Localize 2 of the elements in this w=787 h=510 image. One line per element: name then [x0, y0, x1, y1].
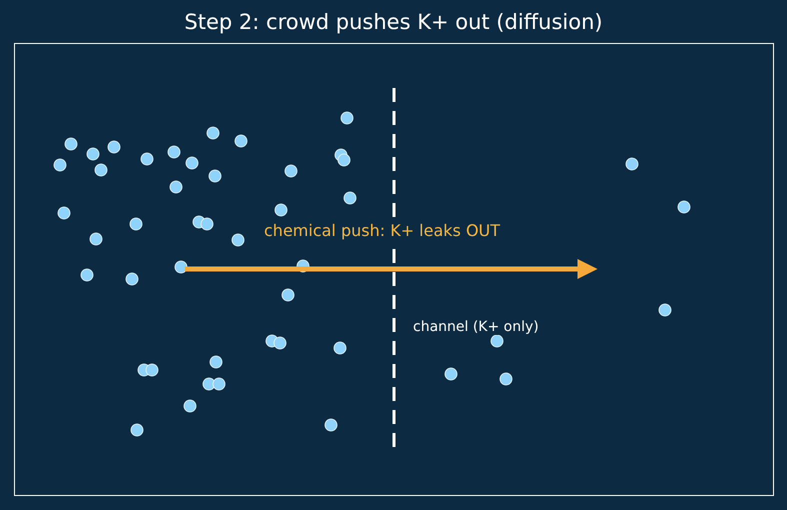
diagram-title: Step 2: crowd pushes K+ out (diffusion): [184, 10, 603, 34]
arrow-caption: chemical push: K+ leaks OUT: [262, 221, 502, 240]
